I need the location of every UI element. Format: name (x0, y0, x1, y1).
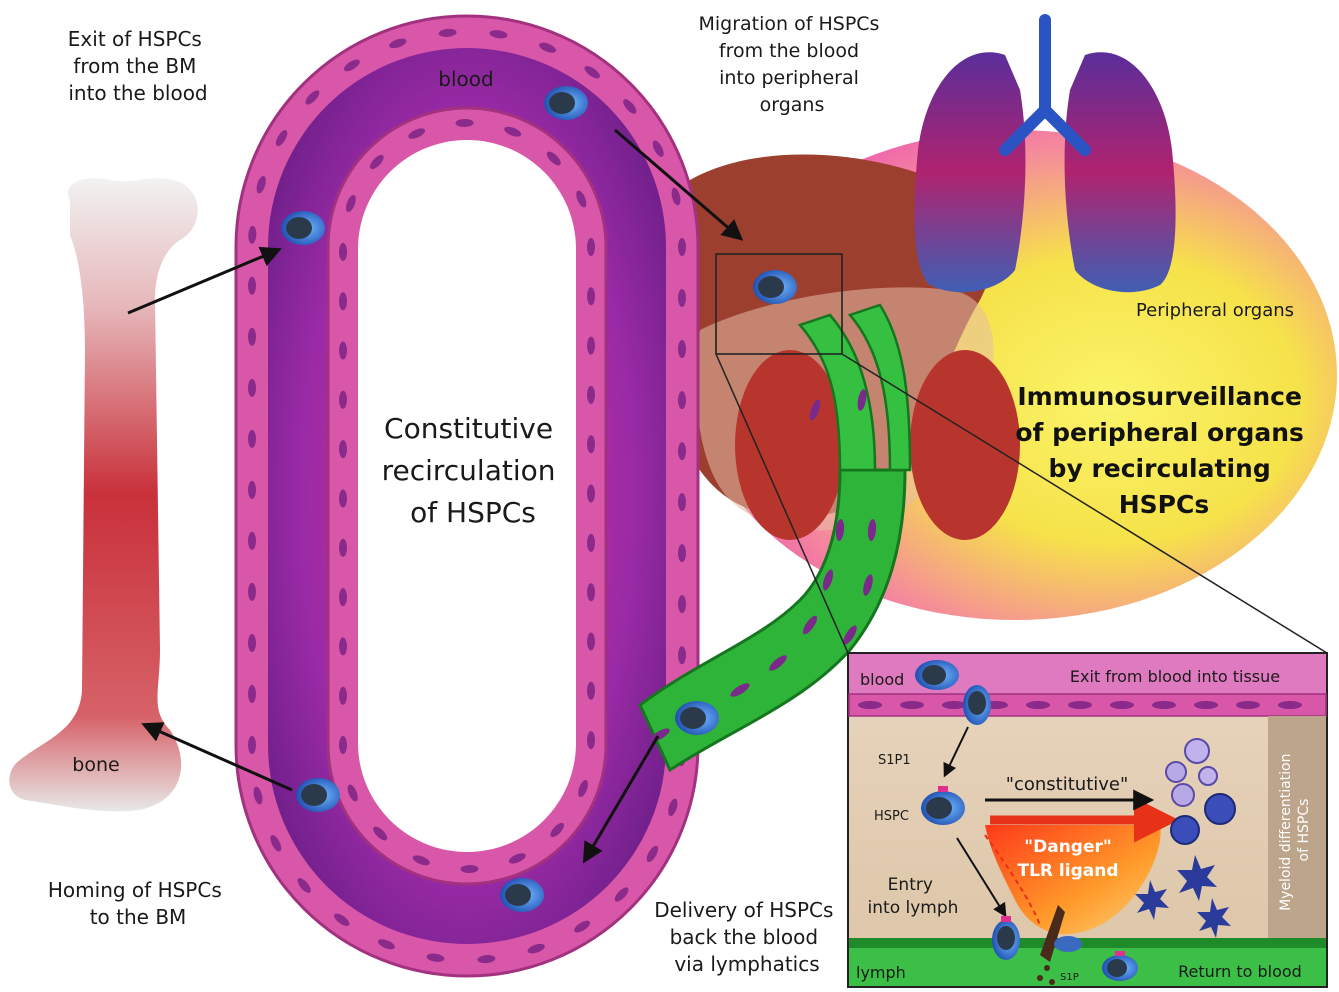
inset-panel: blood Exit from blood into tissue S1P1 H… (848, 653, 1327, 987)
endothelial-nucleus (587, 534, 595, 552)
endothelial-nucleus (678, 442, 686, 460)
hspc-cell (963, 685, 991, 725)
endothelial-nucleus (248, 379, 256, 397)
endothelial-nucleus (678, 493, 686, 511)
endothelial-nucleus (339, 440, 347, 458)
endothelial-nucleus (248, 634, 256, 652)
endothelial-nucleus (339, 490, 347, 508)
endothelial-nucleus (587, 287, 595, 305)
endothelial-nucleus (587, 485, 595, 503)
inset-endothelial-nucleus (1194, 701, 1218, 709)
lung-left (914, 52, 1025, 292)
endothelial-nucleus (587, 633, 595, 651)
inset-label-blood: blood (860, 670, 904, 689)
label-peripheral-organs: Peripheral organs (1136, 300, 1294, 321)
endothelial-nucleus (339, 539, 347, 557)
inset-endothelial-nucleus (942, 701, 966, 709)
endothelial-nucleus (339, 292, 347, 310)
inset-label-s1p: S1P (1060, 972, 1079, 983)
inset-endothelial-nucleus (858, 701, 882, 709)
endothelial-nucleus (339, 687, 347, 705)
inset-endothelial-nucleus (1236, 701, 1260, 709)
hspc-cell (675, 701, 719, 735)
label-homing: Homing of HSPCs to the BM (48, 878, 228, 929)
inset-label-exit-tissue: Exit from blood into tissue (1070, 667, 1280, 686)
hspc-cell (915, 660, 959, 690)
endothelial-nucleus (678, 238, 686, 256)
inset-label-danger: "Danger" (1024, 837, 1111, 857)
inset-label-lymph: lymph (856, 963, 906, 982)
endothelial-nucleus (587, 435, 595, 453)
endothelial-nucleus (248, 736, 256, 754)
endothelial-nucleus (587, 682, 595, 700)
endothelial-nucleus (339, 736, 347, 754)
endothelial-nucleus (339, 391, 347, 409)
endothelial-nucleus (678, 646, 686, 664)
label-exit-bm: Exit of HSPCs from the BM into the blood (68, 27, 208, 105)
endothelial-nucleus (339, 243, 347, 261)
hspc-cell (500, 878, 544, 912)
inset-label-hspc: HSPC (874, 809, 909, 824)
label-bone: bone (72, 754, 119, 776)
endothelial-nucleus (587, 583, 595, 601)
inset-endothelial-nucleus (1278, 701, 1302, 709)
endothelial-nucleus (678, 595, 686, 613)
inset-lymph-endothelium (849, 938, 1326, 948)
endothelial-nucleus (339, 637, 347, 655)
endothelial-nucleus (248, 583, 256, 601)
endothelial-nucleus (248, 328, 256, 346)
label-migration: Migration of HSPCs from the blood into p… (699, 13, 886, 116)
hspc-cell (753, 270, 797, 304)
inset-endothelial-nucleus (1110, 701, 1134, 709)
endothelial-nucleus (678, 289, 686, 307)
endothelial-nucleus (248, 430, 256, 448)
endothelial-nucleus (678, 391, 686, 409)
inset-label-s1p1: S1P1 (878, 753, 911, 768)
bone (9, 178, 197, 811)
endothelial-nucleus (339, 342, 347, 360)
endothelial-nucleus (248, 481, 256, 499)
label-blood: blood (438, 67, 493, 91)
endothelial-nucleus (339, 588, 347, 606)
inset-label-tlr: TLR ligand (1017, 861, 1118, 881)
endothelial-nucleus (248, 685, 256, 703)
hspc-cell (544, 86, 588, 120)
inset-label-return: Return to blood (1178, 962, 1302, 981)
endothelial-nucleus (587, 731, 595, 749)
inset-endothelial-nucleus (1152, 701, 1176, 709)
endothelial-nucleus (248, 532, 256, 550)
endothelial-nucleus (678, 544, 686, 562)
hspc-cell (296, 778, 340, 812)
inset-label-constitutive: "constitutive" (1006, 774, 1129, 795)
endothelial-nucleus (678, 340, 686, 358)
endothelial-nucleus (248, 277, 256, 295)
inset-endothelial-nucleus (900, 701, 924, 709)
endothelial-nucleus (587, 386, 595, 404)
kidney-right (910, 350, 1020, 540)
endothelial-nucleus (587, 337, 595, 355)
hspc-cell (281, 211, 325, 245)
inset-endothelial-nucleus (1068, 701, 1092, 709)
lung-right (1065, 52, 1176, 292)
inset-endothelial-nucleus (1026, 701, 1050, 709)
label-delivery: Delivery of HSPCs back the blood via lym… (654, 898, 840, 976)
endothelial-nucleus (587, 238, 595, 256)
